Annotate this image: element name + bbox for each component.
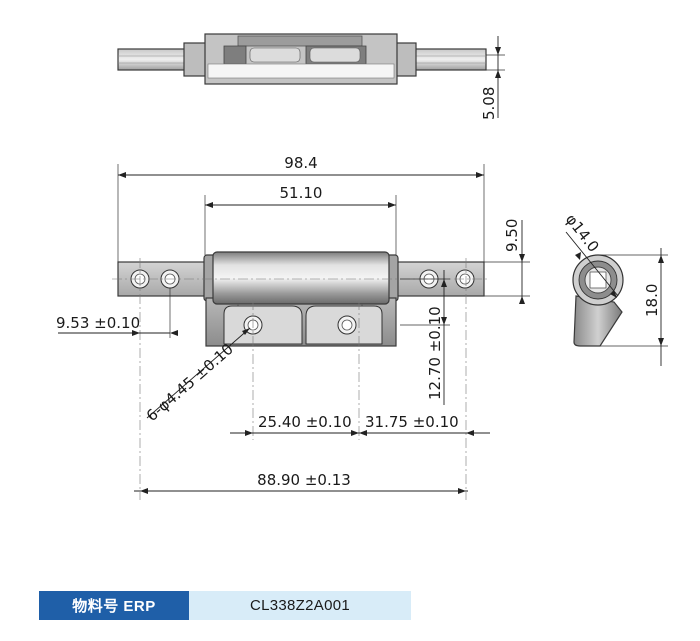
dim-thickness: 5.08: [480, 87, 498, 120]
dim-overall-length: 98.4: [284, 154, 317, 172]
dim-barrel-diameter: φ14.0: [562, 210, 603, 255]
dim-side-height: 18.0: [643, 284, 661, 317]
dim-pitch-left: 25.40 ±0.10: [258, 413, 352, 431]
erp-bar: 物料号 ERP CL338Z2A001: [39, 591, 411, 620]
front-view: [117, 251, 485, 347]
erp-label: 物料号 ERP: [39, 591, 189, 620]
dim-left-hole-offset: 9.53 ±0.10: [56, 314, 140, 332]
dim-barrel-length: 51.10: [280, 184, 323, 202]
dim-pitch-right: 31.75 ±0.10: [365, 413, 459, 431]
dim-holes: 6-φ4.45 ±0.10: [143, 340, 237, 425]
side-view: [572, 254, 624, 347]
dim-leaf-height: 9.50: [503, 219, 521, 252]
dim-vertical-pitch: 12.70 ±0.10: [426, 306, 444, 400]
erp-value: CL338Z2A001: [189, 591, 411, 620]
dim-hole-span: 88.90 ±0.13: [257, 471, 351, 489]
top-view: [117, 33, 487, 85]
